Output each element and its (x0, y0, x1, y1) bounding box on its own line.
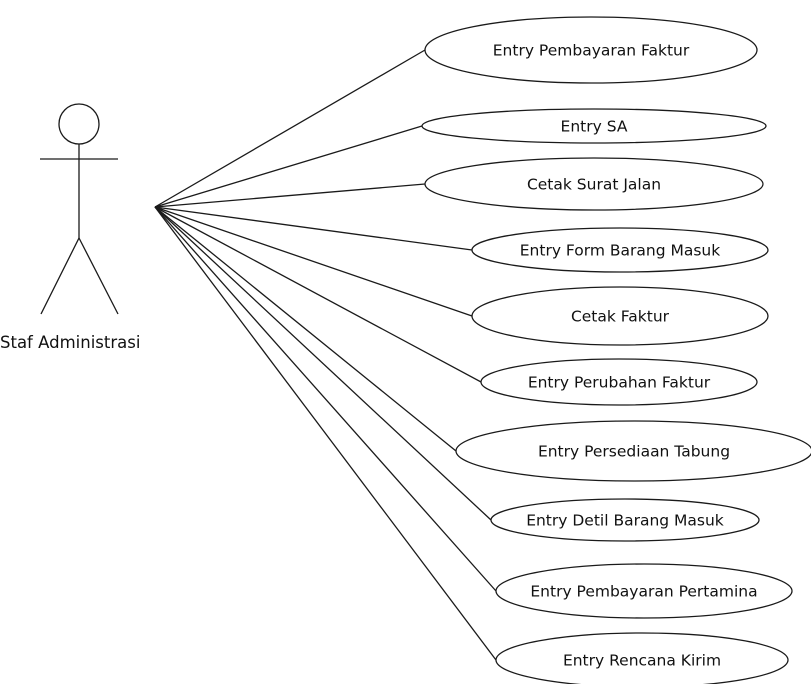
association-line (154, 206, 473, 251)
use-case-label: Entry Rencana Kirim (563, 652, 721, 670)
use-case-ellipse (495, 563, 793, 619)
associations (154, 49, 497, 661)
association-line (154, 206, 497, 661)
use-case-ellipse (424, 157, 764, 211)
use-case: Entry Detil Barang Masuk (490, 498, 760, 542)
use-case-ellipse (421, 108, 767, 144)
use-case-label: Entry Form Barang Masuk (520, 242, 721, 260)
use-case-ellipse (480, 358, 758, 406)
actor-left-leg (40, 237, 80, 315)
use-case-label: Entry SA (561, 118, 628, 136)
use-case: Cetak Faktur (471, 286, 769, 346)
use-case-label: Entry Pembayaran Pertamina (530, 583, 757, 601)
use-case-label: Entry Perubahan Faktur (528, 374, 711, 392)
use-case-ellipse (471, 286, 769, 346)
use-case-label: Entry Detil Barang Masuk (526, 512, 724, 530)
use-case: Entry Perubahan Faktur (480, 358, 758, 406)
association-line (154, 206, 482, 383)
use-case: Entry SA (421, 108, 767, 144)
use-case-label: Entry Persediaan Tabung (538, 443, 730, 461)
use-case-label: Cetak Faktur (571, 308, 670, 326)
use-case: Entry Rencana Kirim (495, 632, 789, 684)
association-line (154, 206, 497, 592)
association-line (154, 206, 457, 452)
use-case: Cetak Surat Jalan (424, 157, 764, 211)
use-case-ellipse (490, 498, 760, 542)
use-case-ellipse (424, 16, 758, 84)
association-line (154, 183, 426, 208)
use-case: Entry Pembayaran Pertamina (495, 563, 793, 619)
actor-staf-administrasi: Staf Administrasi (0, 103, 140, 352)
association-line (154, 206, 473, 317)
use-case-ellipse (495, 632, 789, 684)
use-case: Entry Form Barang Masuk (471, 227, 769, 273)
association-line (154, 206, 492, 521)
actor-label: Staf Administrasi (0, 333, 140, 352)
association-line (154, 49, 426, 208)
use-case-label: Entry Pembayaran Faktur (493, 42, 690, 60)
use-case: Entry Persediaan Tabung (455, 420, 811, 482)
use-case-ellipse (471, 227, 769, 273)
use-case: Entry Pembayaran Faktur (424, 16, 758, 84)
actor-right-leg (78, 237, 119, 315)
use-case-ellipse (455, 420, 811, 482)
association-line (154, 125, 423, 208)
use-case-label: Cetak Surat Jalan (527, 176, 661, 194)
actor-head (58, 103, 100, 145)
